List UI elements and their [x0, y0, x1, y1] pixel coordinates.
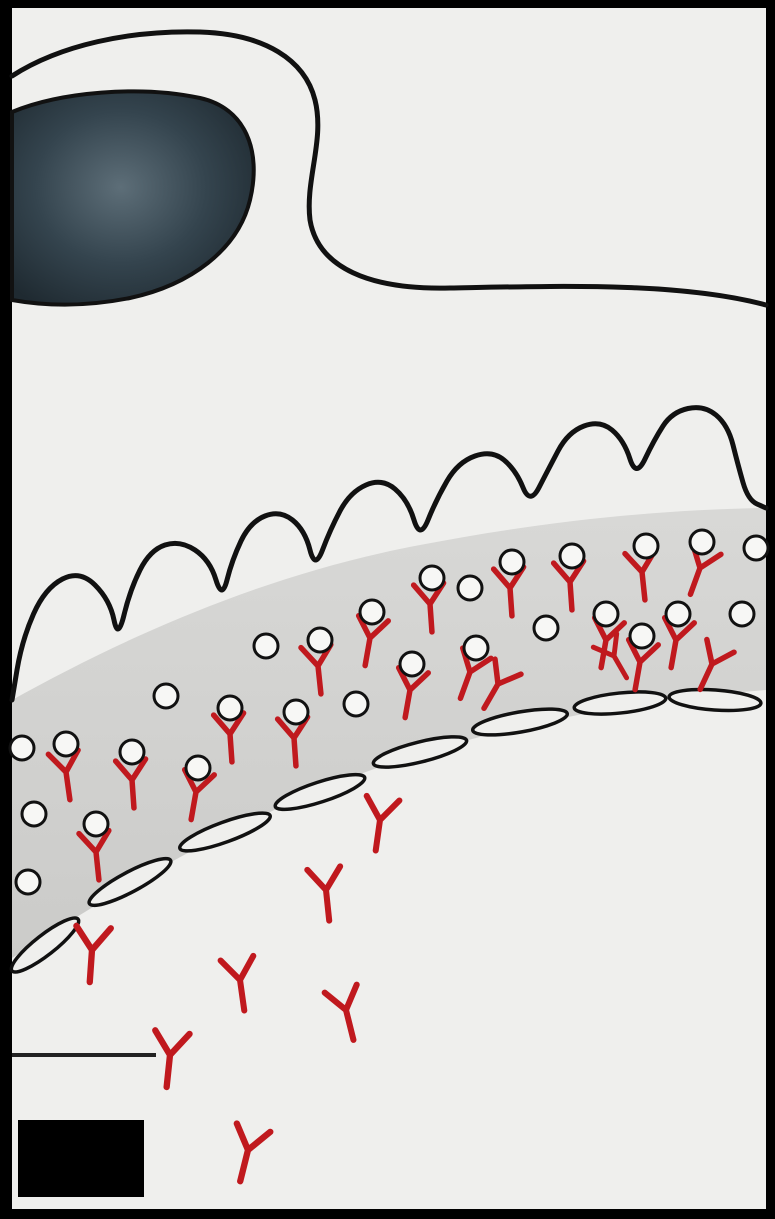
antigen-circle [308, 628, 332, 652]
antigen-circle [120, 740, 144, 764]
antigen-circle [458, 576, 482, 600]
antigen-circle [254, 634, 278, 658]
antigen-circle [344, 692, 368, 716]
antigen-circle [16, 870, 40, 894]
antigen-circle [634, 534, 658, 558]
antigen-circle [630, 624, 654, 648]
antigen-circle [594, 602, 618, 626]
antigen-circle [154, 684, 178, 708]
antigen-circle [84, 812, 108, 836]
antigen-circle [186, 756, 210, 780]
antigen-circle [534, 616, 558, 640]
antigen-circle [730, 602, 754, 626]
antigen-circle [690, 530, 714, 554]
antigen-circle [464, 636, 488, 660]
antigen-circle [284, 700, 308, 724]
antigen-circle [22, 802, 46, 826]
antigen-circle [500, 550, 524, 574]
antigen-circle [360, 600, 384, 624]
antigen-circle [420, 566, 444, 590]
antigen-circle [400, 652, 424, 676]
antigen-circle [666, 602, 690, 626]
antigen-circle [54, 732, 78, 756]
antigen-circle [560, 544, 584, 568]
antigen-circle [10, 736, 34, 760]
antigen-circle [744, 536, 768, 560]
redacted-label-box [18, 1120, 144, 1197]
antigen-circle [218, 696, 242, 720]
